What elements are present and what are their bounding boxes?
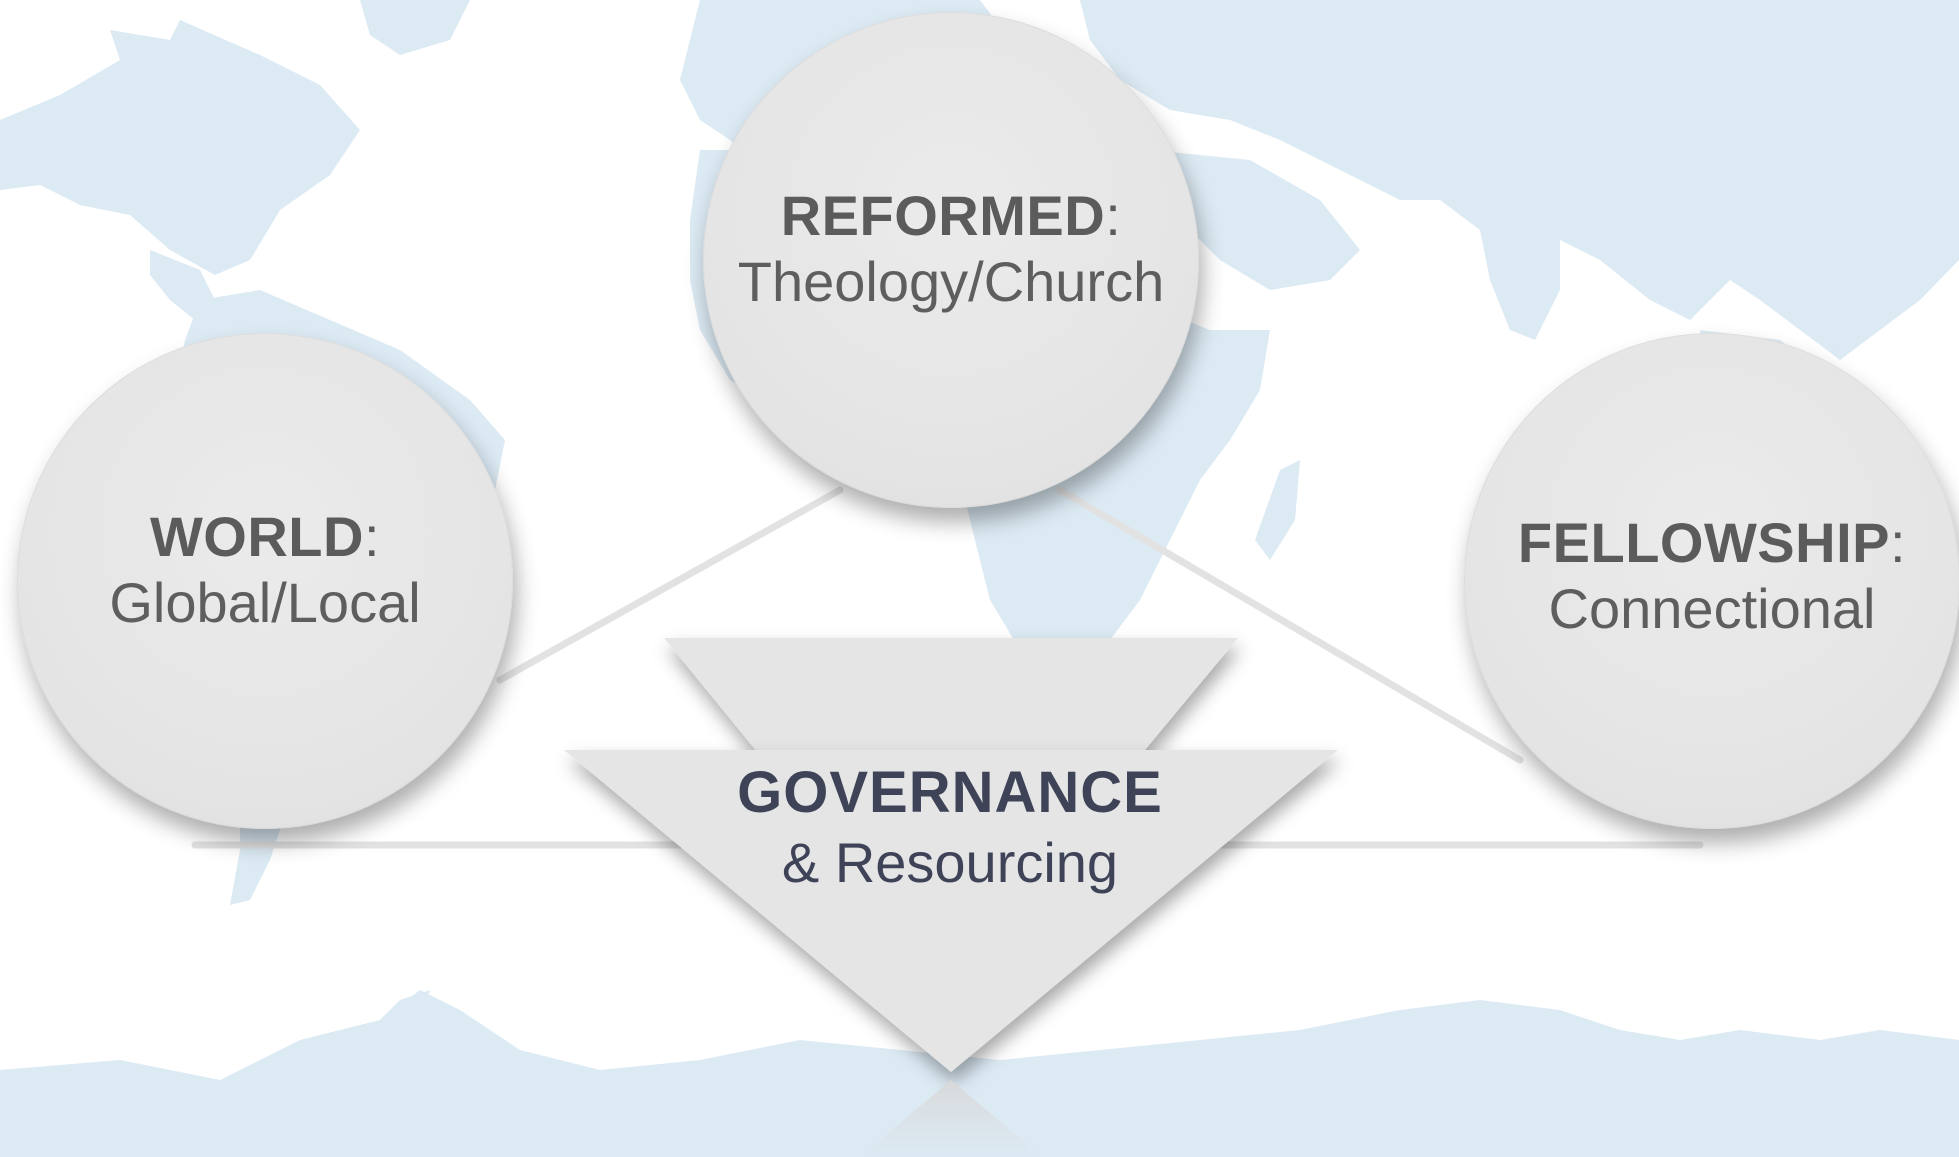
map-north-america xyxy=(0,20,360,275)
node-reformed: REFORMED: Theology/Church xyxy=(703,12,1199,508)
node-fellowship: FELLOWSHIP: Connectional xyxy=(1464,333,1959,829)
governance-upper-triangle xyxy=(664,638,1238,780)
connector-reformed-world xyxy=(496,486,844,684)
map-antarctic-peninsula xyxy=(360,990,430,1050)
map-asia xyxy=(1080,0,1959,360)
governance-reflection xyxy=(860,1080,1042,1157)
map-central-america xyxy=(150,250,215,320)
map-india xyxy=(1480,230,1560,340)
node-reformed-subtitle: Theology/Church xyxy=(737,250,1165,314)
node-world-title: WORLD: xyxy=(149,505,381,568)
map-madagascar xyxy=(1255,460,1300,560)
governance-title: GOVERNANCE xyxy=(737,760,1163,825)
node-fellowship-title: FELLOWSHIP: xyxy=(1517,511,1907,574)
node-fellowship-subtitle: Connectional xyxy=(1548,577,1876,641)
node-world-subtitle: Global/Local xyxy=(109,571,421,635)
map-greenland xyxy=(360,0,470,55)
governance-triangle xyxy=(564,750,1338,1072)
governance-label: GOVERNANCE & Resourcing xyxy=(700,758,1200,898)
map-arabia xyxy=(1150,150,1360,290)
governance-subtitle: & Resourcing xyxy=(781,830,1119,894)
map-antarctica xyxy=(0,990,1959,1157)
node-world: WORLD: Global/Local xyxy=(17,333,513,829)
connector-reformed-fellowship xyxy=(1056,486,1524,764)
node-reformed-title: REFORMED: xyxy=(780,184,1122,247)
